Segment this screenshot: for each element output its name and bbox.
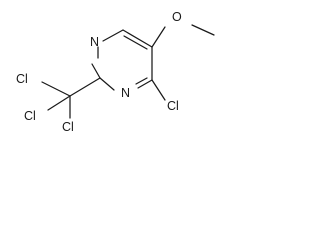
structure-diagram: N N O Cl Cl Cl Cl [16,10,215,134]
bond-o-methyl [191,24,215,36]
atom-n-top: N [90,35,99,49]
atom-o-methoxy: O [172,10,182,24]
bond-c6-c5 [122,29,153,48]
atom-cl-mid: Cl [24,109,36,123]
atom-cl-upper: Cl [16,72,28,86]
bond-c4-n3 [137,79,153,89]
bond-ccl3-cl-mid [47,95,71,111]
bond-n1-c6 [102,29,124,42]
bond-c6-c5-inner [123,35,148,50]
bond-c4-n3-inner [135,77,148,85]
bond-c2-ccl3 [69,77,101,97]
bond-c4-cl [151,79,166,101]
atom-cl-ring: Cl [167,99,179,113]
atom-n-bottom: N [121,86,130,100]
bond-ccl3-cl-upper [41,81,71,97]
bond-n3-c2 [99,77,115,91]
atom-cl-bottom: Cl [62,120,74,134]
bond-c5-o [151,26,166,48]
bond-c2-n1 [91,63,101,79]
